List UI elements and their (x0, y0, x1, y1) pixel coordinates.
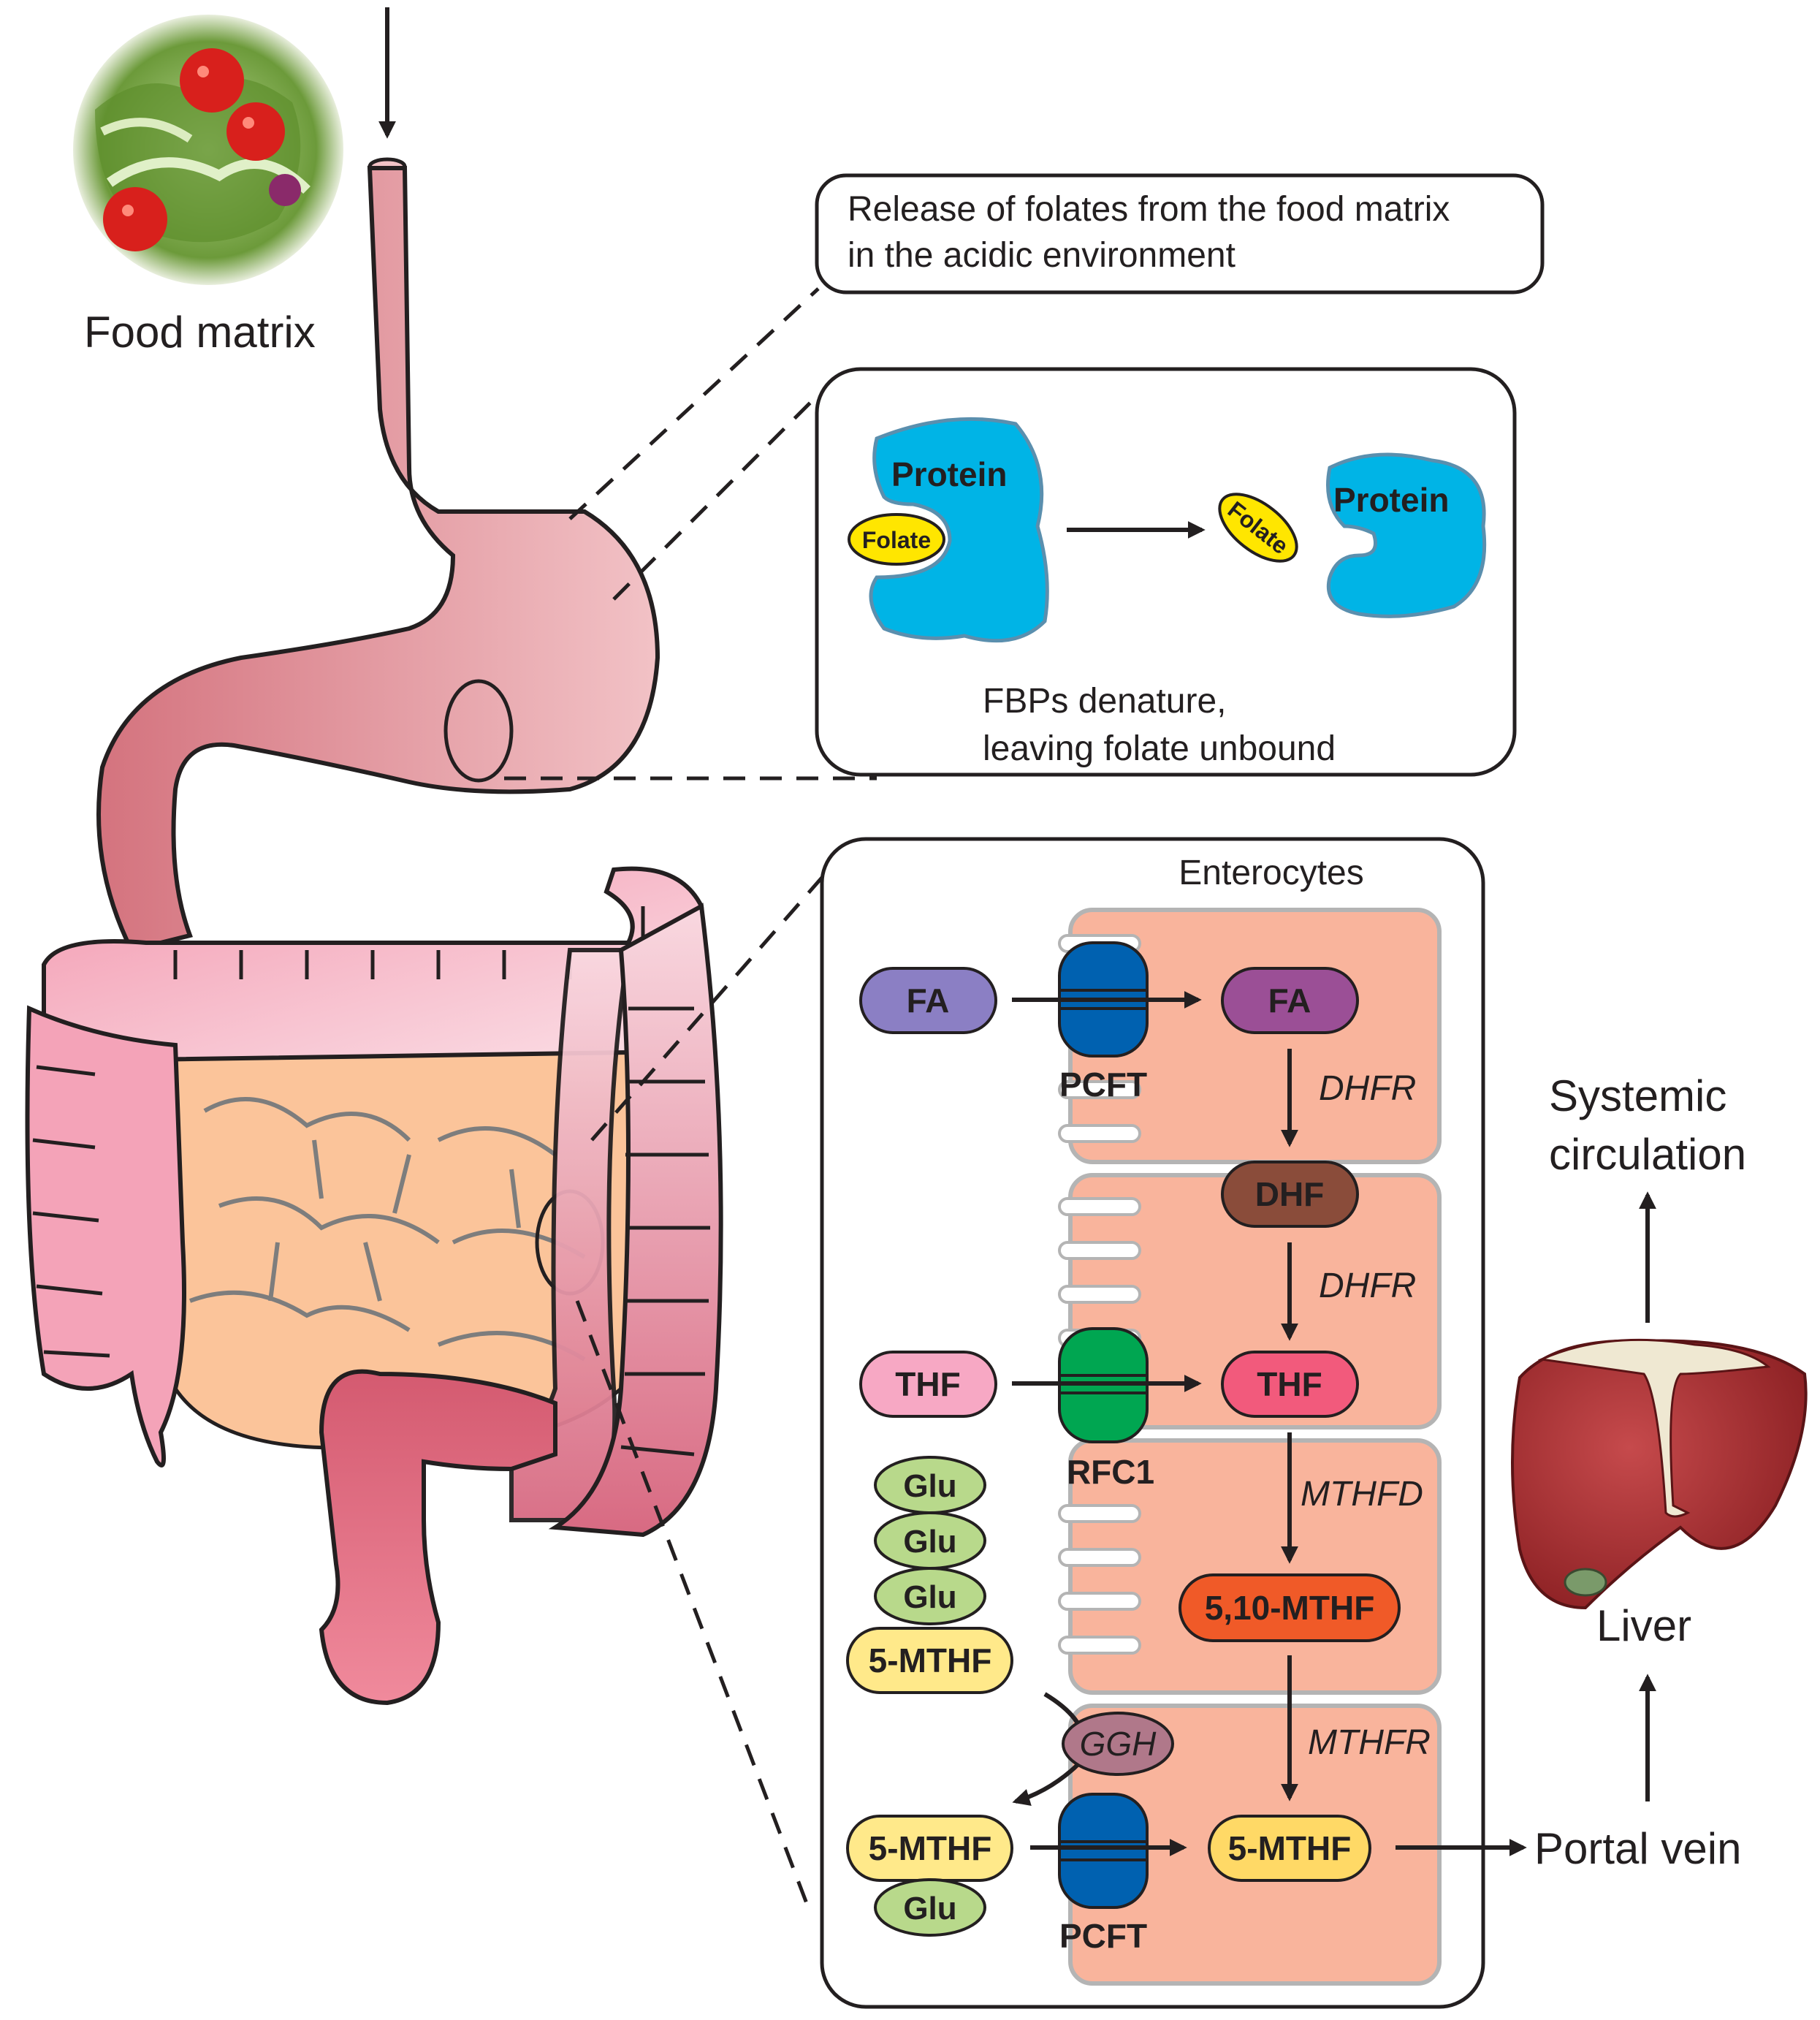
glu-label-3: Glu (903, 1579, 956, 1615)
salad-bowl-icon (73, 15, 343, 285)
release-callout (815, 173, 1545, 295)
mthf-5-10-label: 5,10-MTHF (1205, 1589, 1375, 1627)
ggh-label: GGH (1080, 1725, 1157, 1763)
portal-vein-label: Portal vein (1534, 1824, 1741, 1873)
monoglutamate-5mthf: 5-MTHF Glu (846, 1815, 1013, 1937)
glu-label-1: Glu (903, 1468, 956, 1504)
pcft-label-top: PCFT (1059, 1066, 1147, 1104)
release-line-1: Release of folates from the food matrix (848, 190, 1450, 229)
bound-protein (869, 417, 1049, 643)
mthf-5-inside: 5-MTHF (1208, 1815, 1371, 1882)
bound-folate-label: Folate (862, 527, 931, 553)
glu-label-2: Glu (903, 1524, 956, 1560)
bound-protein-label: Protein (891, 455, 1007, 493)
dhf-label: DHF (1255, 1175, 1325, 1213)
rfc1-label: RFC1 (1067, 1453, 1154, 1491)
enterocytes-title: Enterocytes (1179, 854, 1363, 892)
liver-icon (1511, 1338, 1808, 1610)
fbp-line-1: FBPs denature, (983, 682, 1227, 721)
thf-inside: THF (1221, 1351, 1359, 1418)
pcft-label-bottom: PCFT (1059, 1917, 1147, 1955)
fbp-line-2: leaving folate unbound (983, 729, 1336, 768)
free-folate (1218, 493, 1298, 563)
glu-label-4: Glu (903, 1891, 956, 1926)
bound-folate (848, 513, 945, 566)
polyglutamate-stack: Glu Glu Glu 5-MTHF (846, 1456, 1013, 1694)
mthfr-label: MTHFR (1308, 1723, 1431, 1762)
mthf-5-inside-label: 5-MTHF (1228, 1829, 1352, 1867)
dhfr-label-1: DHFR (1319, 1069, 1416, 1108)
pcft-transporter-bottom (1058, 1793, 1149, 1909)
thf-inside-label: THF (1257, 1365, 1322, 1403)
ggh-enzyme: GGH (1062, 1712, 1174, 1776)
fa-inside: FA (1221, 967, 1359, 1034)
systemic-line-1: Systemic (1549, 1071, 1726, 1120)
mthf-5-poly-label: 5-MTHF (869, 1641, 992, 1679)
mthf-5-mono-label: 5-MTHF (869, 1829, 992, 1867)
thf-outside-label: THF (895, 1365, 960, 1403)
liver-label: Liver (1596, 1601, 1691, 1650)
release-line-2: in the acidic environment (848, 236, 1235, 275)
food-matrix-label: Food matrix (84, 308, 316, 357)
unbound-protein-label: Protein (1333, 481, 1449, 519)
fa-outside: FA (859, 967, 997, 1034)
intestine-icon (25, 866, 723, 1706)
mthf-5-10: 5,10-MTHF (1179, 1573, 1401, 1642)
fa-outside-label: FA (907, 981, 950, 1020)
zoom-connectors (504, 287, 877, 1915)
stomach-icon (96, 157, 660, 953)
fa-inside-label: FA (1268, 981, 1311, 1020)
thf-outside: THF (859, 1351, 997, 1418)
mthfd-label: MTHFD (1301, 1475, 1423, 1514)
dhf: DHF (1221, 1161, 1359, 1228)
unbound-protein (1326, 452, 1487, 618)
systemic-line-2: circulation (1549, 1130, 1746, 1179)
dhfr-label-2: DHFR (1319, 1267, 1416, 1305)
